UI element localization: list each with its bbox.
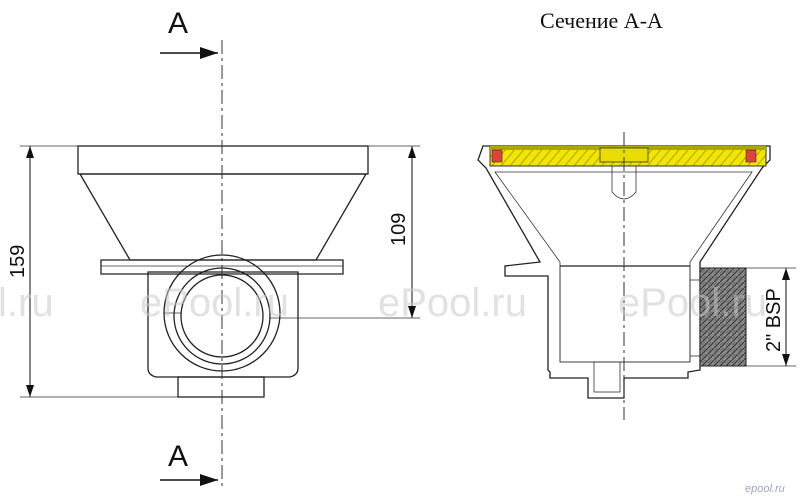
threaded-outlet (689, 267, 747, 367)
upper-height-label: 109 (388, 213, 410, 246)
section-arrow-top (160, 47, 218, 59)
overall-height-label: 159 (7, 245, 29, 278)
dimension-overall-height: 159 (7, 145, 178, 398)
section-arrow-bottom (160, 474, 218, 486)
top-rim (77, 145, 369, 175)
lower-body (147, 271, 299, 378)
section-shell (477, 145, 771, 399)
dimension-upper-height: 109 (270, 145, 420, 319)
cone-funnel (78, 173, 368, 261)
section-view: 2" BSP (477, 132, 796, 420)
grate (489, 145, 767, 167)
center-plug (611, 165, 637, 200)
section-letter-top: A (168, 7, 188, 40)
section-letter-bottom: A (168, 440, 188, 473)
bottom-outlet (177, 376, 265, 398)
watermark-4: ePool.ru (618, 281, 767, 325)
thread-label: 2" BSP (763, 288, 785, 352)
section-title: Сечение А-А (540, 8, 663, 33)
watermark-2: ePool.ru (140, 281, 289, 325)
dimension-thread: 2" BSP (746, 267, 796, 367)
corner-mark: epool.ru (745, 483, 785, 495)
side-view: A A 159 109 (7, 7, 420, 490)
watermark-1: l.ru (0, 281, 54, 325)
watermark-3: ePool.ru (378, 281, 527, 325)
